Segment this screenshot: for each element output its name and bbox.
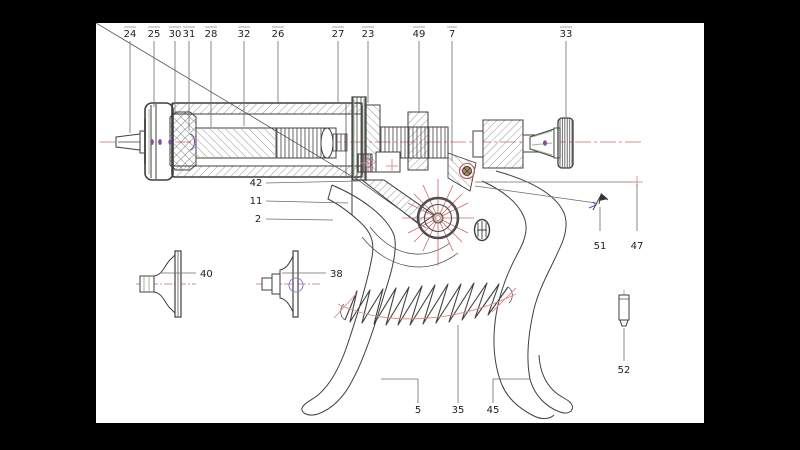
bottom-callouts: 5 35 45 [381, 325, 530, 416]
callout-38: 38 [282, 269, 343, 280]
callout-27: 27 [332, 26, 345, 104]
callout-31: 31 [183, 26, 196, 131]
piston-seal [169, 111, 197, 171]
callout-32: 32 [238, 26, 251, 126]
callout-25: 25 [148, 26, 161, 107]
end-knob [553, 117, 574, 169]
recoil-spring [333, 282, 517, 326]
nozzle [115, 130, 149, 154]
dosing-mechanism [357, 104, 449, 173]
spring-centerline [337, 293, 517, 320]
callout-47: 47 [631, 184, 644, 252]
syringe-diagram: 24 25 30 31 28 32 26 27 23 49 7 33 42 11… [96, 23, 644, 419]
callout-30: 30 [169, 26, 182, 113]
svg-text:47: 47 [631, 241, 644, 252]
front-trigger-lever [301, 184, 459, 416]
callout-24: 24 [124, 26, 137, 133]
dose-stop-block [472, 119, 559, 169]
svg-text:23: 23 [362, 29, 375, 40]
rear-grip [481, 170, 573, 419]
svg-text:49: 49 [413, 29, 426, 40]
callout-35: 35 [452, 325, 465, 416]
section-mark [150, 139, 154, 145]
section-mark [543, 140, 547, 146]
callout-5: 5 [381, 378, 421, 416]
left-callouts: 42 11 2 [250, 178, 360, 225]
trigger-pivot [402, 179, 474, 266]
svg-text:35: 35 [452, 405, 465, 416]
part-47-callout: 47 [475, 176, 643, 252]
svg-text:42: 42 [250, 178, 263, 189]
section-arc [189, 133, 195, 151]
callout-42: 42 [250, 178, 360, 189]
top-callouts: 24 25 30 31 28 32 26 27 23 49 7 33 [124, 26, 573, 161]
drawing-canvas: 24 25 30 31 28 32 26 27 23 49 7 33 42 11… [96, 23, 704, 423]
callout-52: 52 [618, 329, 631, 376]
callout-11: 11 [250, 196, 349, 207]
svg-text:28: 28 [205, 29, 218, 40]
callout-7: 7 [447, 26, 457, 161]
svg-text:33: 33 [560, 29, 573, 40]
svg-text:40: 40 [200, 269, 213, 280]
svg-text:32: 32 [238, 29, 251, 40]
svg-text:30: 30 [169, 29, 182, 40]
seal-ring-mark [288, 277, 304, 293]
svg-text:11: 11 [250, 196, 263, 207]
part-38-plunger-head: 38 [256, 250, 343, 318]
part-52-valve: 52 [618, 290, 631, 376]
section-mark [158, 139, 162, 145]
callout-51: 51 [594, 207, 607, 252]
svg-text:52: 52 [618, 365, 631, 376]
section-mark [168, 139, 172, 145]
svg-text:2: 2 [255, 214, 261, 225]
callout-26: 26 [272, 26, 285, 104]
callout-40: 40 [160, 269, 213, 280]
svg-text:51: 51 [594, 241, 607, 252]
finger-arch [361, 236, 459, 268]
callout-2: 2 [255, 214, 334, 225]
pawl [447, 152, 477, 192]
callout-33: 33 [560, 26, 573, 117]
part-51-clip: 51 [474, 185, 609, 252]
svg-text:7: 7 [449, 29, 455, 40]
screw-highlight-ring [458, 162, 476, 180]
svg-text:27: 27 [332, 29, 345, 40]
svg-text:24: 24 [124, 29, 137, 40]
callout-49: 49 [413, 26, 426, 113]
finger-arch-inner [369, 226, 451, 255]
svg-text:25: 25 [148, 29, 161, 40]
svg-text:5: 5 [415, 405, 421, 416]
part-40-plunger-head: 40 [136, 250, 213, 318]
svg-text:26: 26 [272, 29, 285, 40]
callout-45: 45 [487, 378, 530, 416]
brand-emblem-icon [473, 218, 491, 242]
callout-23: 23 [362, 26, 375, 103]
callout-28: 28 [205, 26, 218, 127]
svg-text:38: 38 [330, 269, 343, 280]
svg-text:45: 45 [487, 405, 500, 416]
svg-text:31: 31 [183, 29, 196, 40]
